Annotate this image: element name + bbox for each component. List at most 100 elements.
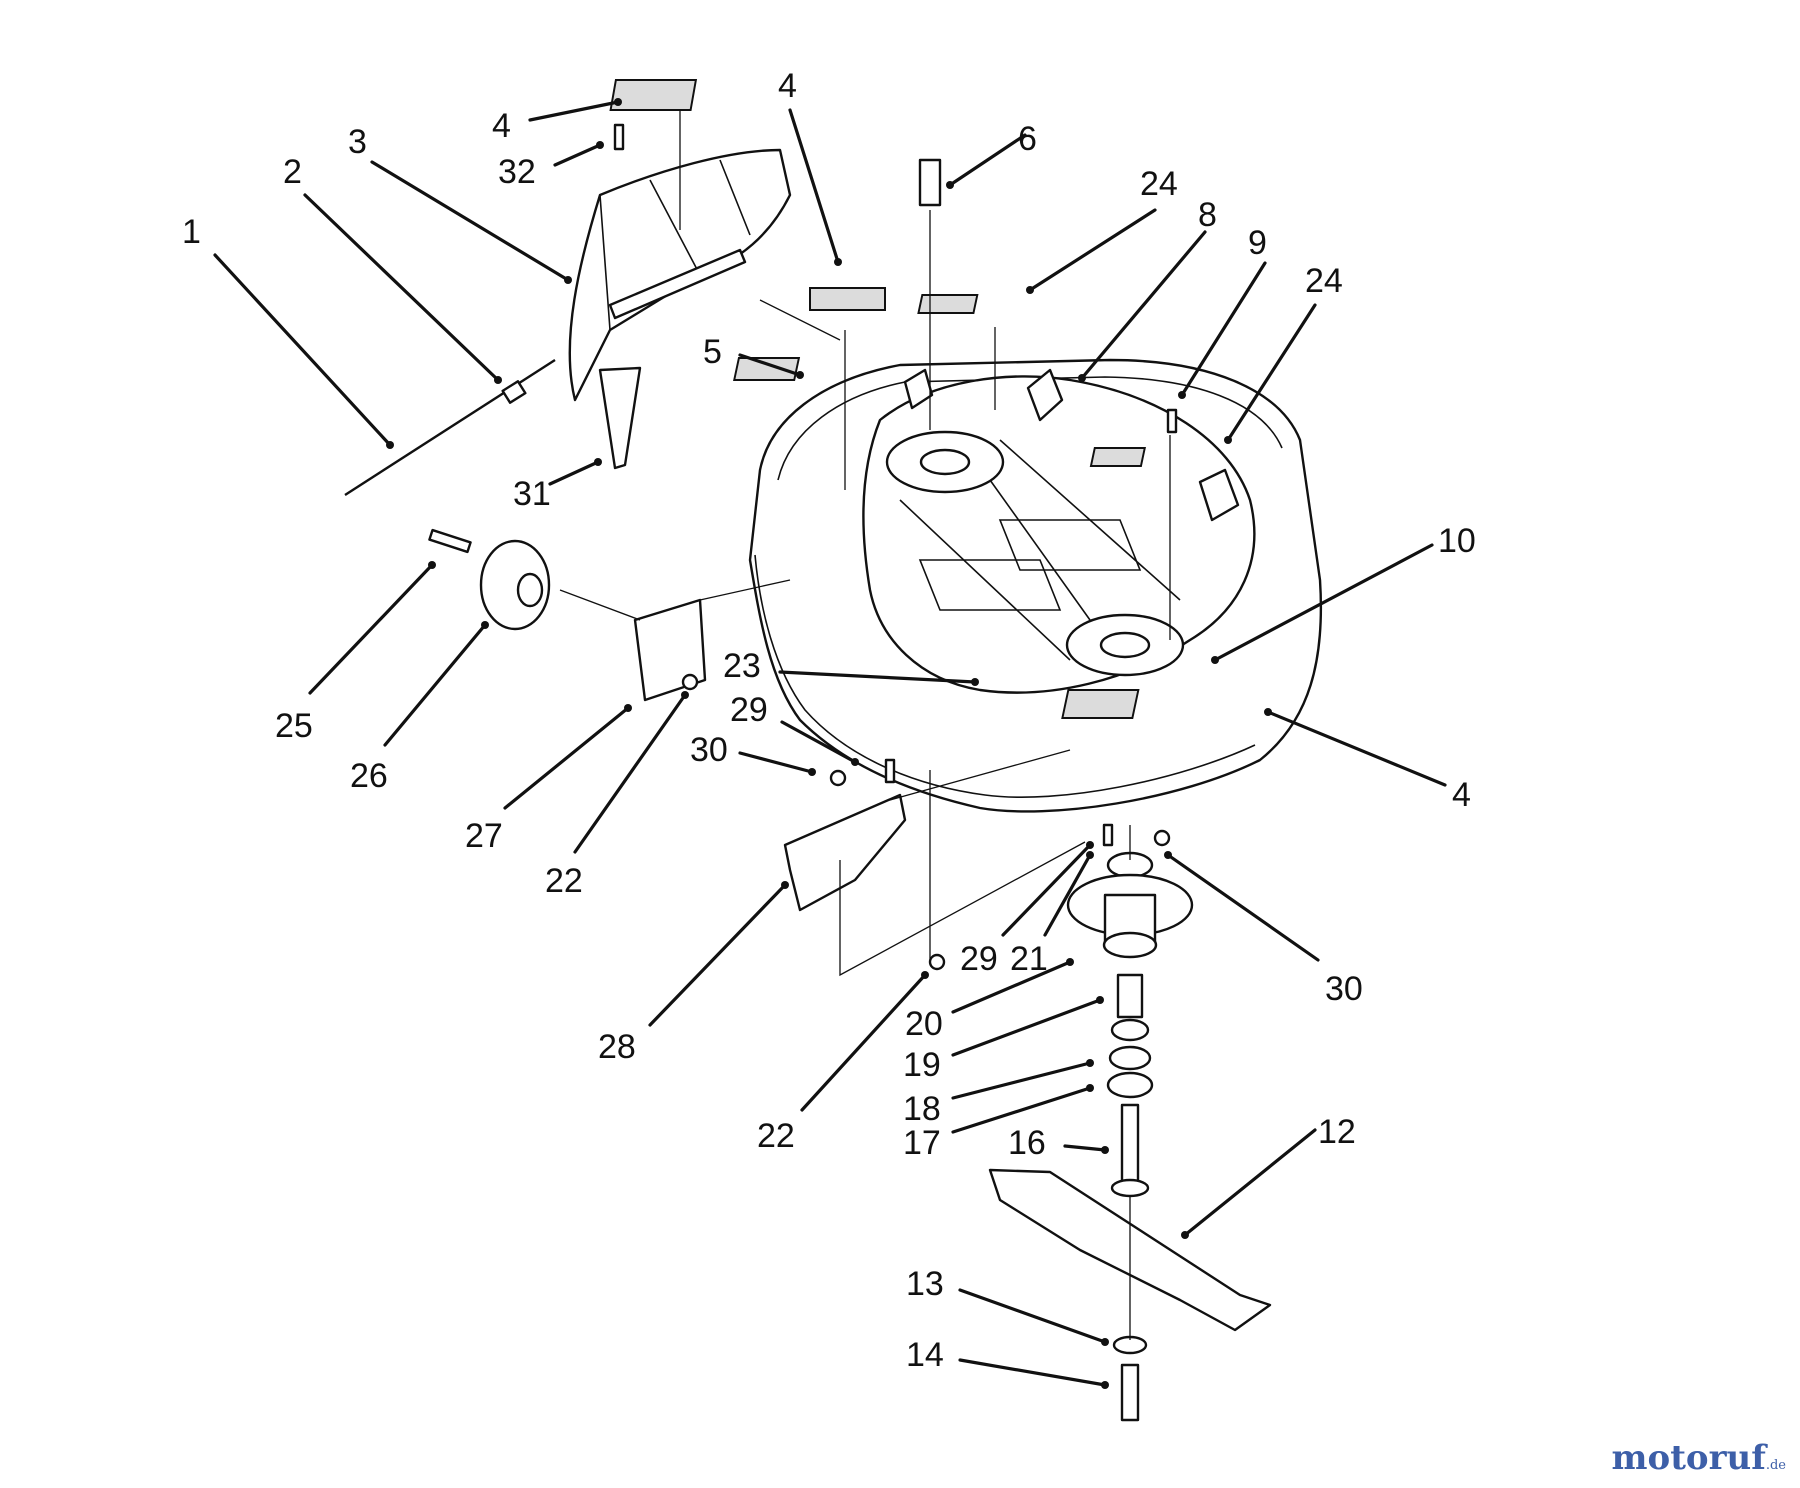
leader-dot [1086, 1084, 1094, 1092]
leader-dot [1086, 851, 1094, 859]
chute-rod [344, 358, 556, 497]
callout-18: 18 [903, 1090, 941, 1128]
leader-line [1001, 843, 1092, 937]
leader-line [1028, 208, 1157, 292]
callout-29-left: 29 [730, 691, 768, 729]
baffle-bracket [783, 793, 907, 912]
leader-dot [481, 621, 489, 629]
leader-dot [1101, 1338, 1109, 1346]
leader-dot [851, 758, 859, 766]
leader-dot [1264, 708, 1272, 716]
decal-4-deck [1061, 689, 1140, 719]
mower-deck [748, 358, 1323, 813]
leader-line [958, 1288, 1107, 1344]
callout-20: 20 [905, 1005, 943, 1043]
leader-line [1080, 230, 1207, 380]
blade-bolt [1120, 1363, 1140, 1422]
discharge-chute [568, 148, 792, 402]
nut-22-bracket [681, 673, 699, 691]
callout-17: 17 [903, 1124, 941, 1162]
callout-24-left: 24 [1140, 165, 1178, 203]
watermark-logo: motoruf.de [1611, 1438, 1786, 1478]
callout-4-deck: 4 [1452, 776, 1471, 814]
bolt-29-right [1102, 823, 1114, 847]
leader-dot [1086, 1059, 1094, 1067]
leader-dot [596, 141, 604, 149]
leader-line [308, 563, 434, 695]
leader-dot [1066, 958, 1074, 966]
decal-4-mid [809, 287, 886, 311]
callout-1: 1 [182, 213, 201, 251]
callout-2: 2 [283, 153, 302, 191]
leader-dot [1181, 1231, 1189, 1239]
leader-line [738, 353, 802, 377]
callout-6: 6 [1018, 120, 1037, 158]
leader-dot [564, 276, 572, 284]
callout-29-right: 29 [960, 940, 998, 978]
callout-24-right: 24 [1305, 262, 1343, 300]
leader-dot [1101, 1381, 1109, 1389]
leader-dot [681, 691, 689, 699]
leader-line [778, 670, 977, 684]
callout-5: 5 [703, 333, 722, 371]
leader-dot [624, 704, 632, 712]
leader-dot [808, 768, 816, 776]
bolt-32 [613, 123, 625, 151]
leader-line [648, 883, 787, 1027]
nut-30-left [829, 769, 847, 787]
leader-line [1183, 1128, 1317, 1237]
callout-27: 27 [465, 817, 503, 855]
leader-dot [1178, 391, 1186, 399]
leader-line [1043, 853, 1092, 937]
leader-line [738, 751, 814, 774]
callout-21: 21 [1010, 940, 1048, 978]
callout-30-right: 30 [1325, 970, 1363, 1008]
leader-line [788, 108, 840, 264]
leader-line [213, 253, 392, 447]
leader-line [503, 706, 630, 810]
leader-line [951, 960, 1072, 1014]
leader-dot [428, 561, 436, 569]
callout-23: 23 [723, 647, 761, 685]
callout-28: 28 [598, 1028, 636, 1066]
assembly-guide-lines [559, 110, 1171, 1340]
leader-line [1226, 303, 1317, 442]
leader-dot [494, 376, 502, 384]
callout-labels: 1 2 3 4 32 4 5 6 24 8 9 24 10 4 31 25 26… [182, 67, 1476, 1374]
spindle-assembly [1066, 851, 1194, 1198]
leader-dot [781, 881, 789, 889]
callout-leaders [213, 98, 1447, 1389]
part-drawings [344, 79, 1323, 1422]
leader-dot [834, 258, 842, 266]
callout-19: 19 [903, 1046, 941, 1084]
leader-line [303, 193, 500, 382]
decal-24-right [1089, 447, 1146, 467]
leader-dot [614, 98, 622, 106]
leader-dot [971, 678, 979, 686]
callout-31: 31 [513, 475, 551, 513]
leader-line [1166, 853, 1320, 962]
leader-dot [1078, 374, 1086, 382]
leader-line [948, 133, 1027, 187]
pin [918, 158, 942, 207]
leader-dot [921, 971, 929, 979]
leader-dot [386, 441, 394, 449]
leader-dot [594, 458, 602, 466]
leader-line [1063, 1144, 1107, 1152]
leader-dot [1026, 286, 1034, 294]
leader-dot [1086, 841, 1094, 849]
decal-24-left [917, 294, 979, 314]
leader-line [1180, 261, 1267, 397]
leader-line [780, 720, 857, 764]
nut-22-lower [928, 953, 946, 971]
leader-dot [1164, 851, 1172, 859]
leader-dot [1224, 436, 1232, 444]
leader-dot [1101, 1146, 1109, 1154]
leader-dot [1211, 656, 1219, 664]
callout-12: 12 [1318, 1113, 1356, 1151]
leader-line [951, 1086, 1092, 1134]
leader-line [573, 693, 687, 854]
callout-30-left: 30 [690, 731, 728, 769]
leader-dot [796, 371, 804, 379]
callout-16: 16 [1008, 1124, 1046, 1162]
